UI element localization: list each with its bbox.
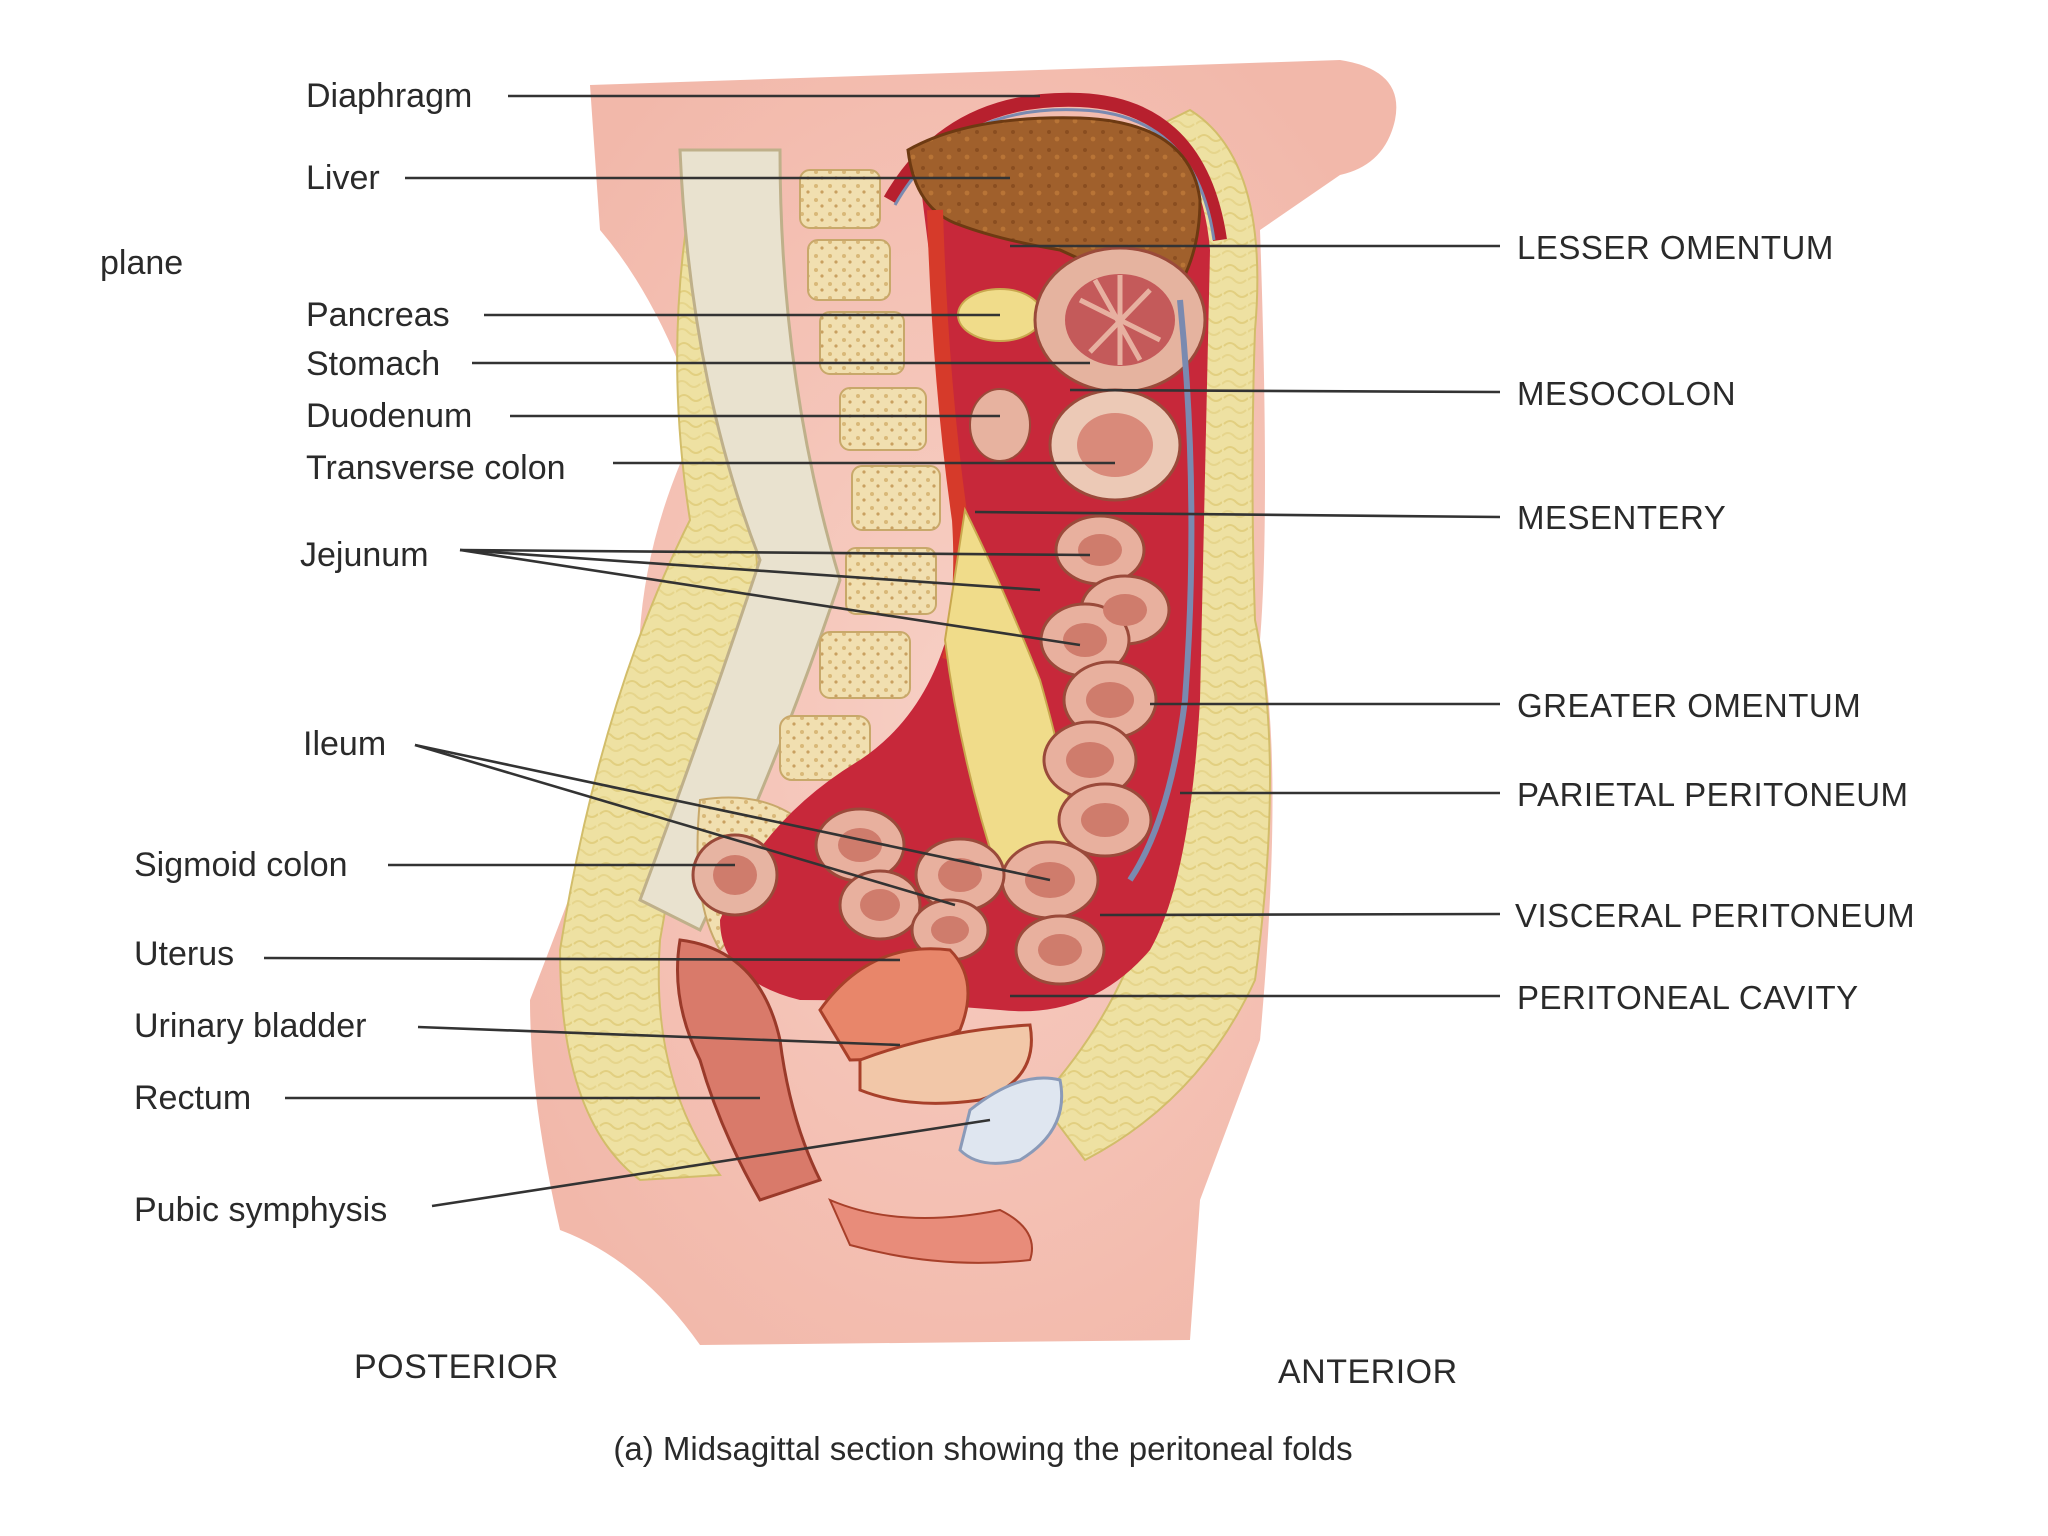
greater-omentum-shape: [1127, 299, 1195, 882]
label-duodenum: Duodenum: [306, 397, 472, 435]
label-uterus: Uterus: [134, 935, 234, 973]
duodenum-shape: [969, 388, 1031, 462]
orientation-labels: POSTERIOR ANTERIOR: [354, 1348, 1458, 1391]
label-posterior: POSTERIOR: [354, 1348, 559, 1386]
label-pancreas: Pancreas: [306, 296, 450, 334]
right-labels: LESSER OMENTUM MESOCOLON MESENTERY GREAT…: [1515, 229, 1915, 1016]
label-pubic-symphysis: Pubic symphysis: [134, 1191, 387, 1229]
label-parietal-peritoneum: PARIETAL PERITONEUM: [1517, 776, 1909, 813]
label-liver: Liver: [306, 159, 380, 197]
transverse-colon-shape: [1048, 388, 1182, 502]
label-diaphragm: Diaphragm: [306, 77, 472, 115]
label-visceral-peritoneum: VISCERAL PERITONEUM: [1515, 897, 1915, 934]
rectum-shape: [676, 938, 823, 1202]
sigmoid-colon-shape: [691, 833, 779, 917]
label-mesocolon: MESOCOLON: [1517, 375, 1736, 412]
leader-lines: [263, 94, 1501, 1208]
label-urinary-bladder: Urinary bladder: [134, 1007, 366, 1045]
label-anterior: ANTERIOR: [1278, 1353, 1458, 1391]
label-greater-omentum: GREATER OMENTUM: [1517, 687, 1861, 724]
label-rectum: Rectum: [134, 1079, 251, 1117]
figure-caption: (a) Midsagittal section showing the peri…: [613, 1430, 1352, 1467]
pubic-symphysis-shape: [958, 1076, 1064, 1165]
label-mesentery: MESENTERY: [1517, 499, 1726, 536]
label-stomach: Stomach: [306, 345, 440, 383]
label-transverse-colon: Transverse colon: [306, 449, 566, 487]
label-lesser-omentum: LESSER OMENTUM: [1517, 229, 1834, 266]
label-sigmoid-colon: Sigmoid colon: [134, 846, 348, 884]
label-cropped-plane: plane: [100, 244, 183, 282]
label-jejunum: Jejunum: [300, 536, 429, 574]
stomach-shape: [1033, 246, 1207, 394]
left-labels: plane Diaphragm Liver Pancreas Stomach D…: [100, 77, 566, 1229]
label-ileum: Ileum: [303, 725, 386, 763]
anatomy-illustration: [530, 60, 1397, 1345]
urinary-bladder-shape: [858, 1023, 1033, 1105]
label-peritoneal-cavity: PERITONEAL CAVITY: [1517, 979, 1859, 1016]
